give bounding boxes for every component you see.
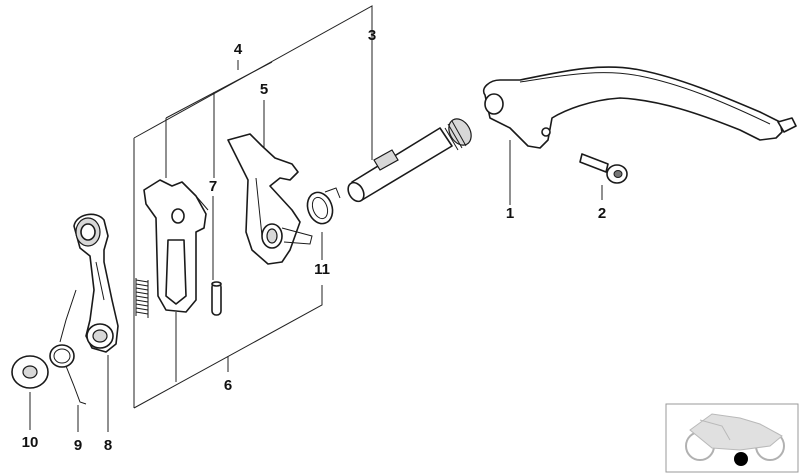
part-shaft xyxy=(347,118,472,203)
part-torsion-spring xyxy=(49,289,87,405)
label-part-8: 8 xyxy=(104,437,112,454)
label-part-1: 1 xyxy=(506,205,514,222)
label-part-5: 5 xyxy=(260,81,268,98)
leader-lines xyxy=(29,5,603,432)
part-bolt xyxy=(579,153,628,184)
part-plate xyxy=(143,179,209,313)
part-lever xyxy=(73,213,119,353)
part-kick-lever xyxy=(482,66,797,149)
part-pin xyxy=(211,281,222,316)
part-circlip xyxy=(306,187,341,225)
part-spring xyxy=(135,278,149,318)
part-ratchet xyxy=(227,133,313,265)
part-washer xyxy=(11,355,49,389)
label-part-3: 3 xyxy=(368,27,376,44)
label-part-2: 2 xyxy=(598,205,606,222)
label-part-9: 9 xyxy=(74,437,82,454)
label-part-6: 6 xyxy=(224,377,232,394)
label-part-10: 10 xyxy=(22,434,39,451)
part-number-labels: 1 2 3 4 5 6 7 8 9 10 11 xyxy=(22,27,607,454)
label-part-7: 7 xyxy=(209,178,217,195)
location-dot-icon xyxy=(734,452,748,466)
motorcycle-thumbnail-icon[interactable] xyxy=(665,403,799,473)
label-part-4: 4 xyxy=(234,41,243,58)
label-part-11: 11 xyxy=(314,261,330,278)
